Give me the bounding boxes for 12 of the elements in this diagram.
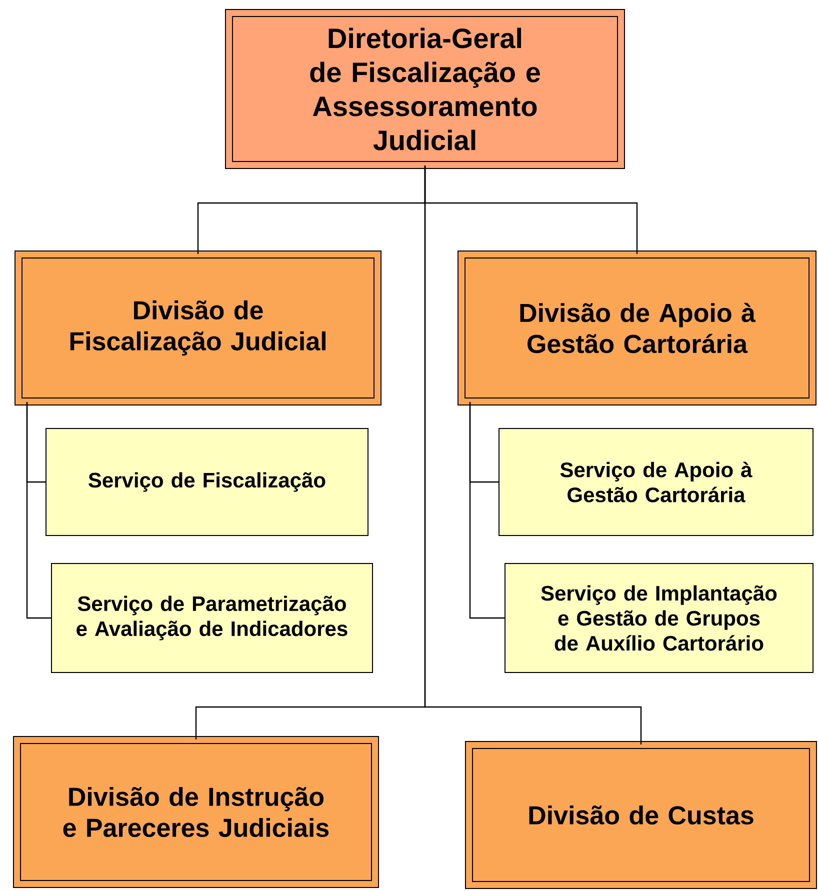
service-box: Serviço de Implantação e Gestão de Grupos de Auxílio Cartorário xyxy=(504,563,814,673)
connector-line xyxy=(26,402,51,619)
service-box: Serviço de Fiscalização xyxy=(46,428,368,536)
division-box: Divisão de Instrução e Pareceres Judiciais xyxy=(13,736,379,888)
director-box: Diretoria-Geral de Fiscalização e Assessoramento Judicial xyxy=(225,9,625,169)
division-box: Divisão de Custas xyxy=(465,741,817,889)
connector-line xyxy=(469,402,504,619)
service-box: Serviço de Apoio à Gestão Cartorária xyxy=(498,428,814,536)
connector-line xyxy=(424,166,642,744)
division-box: Divisão de Apoio à Gestão Cartorária xyxy=(458,250,816,406)
division-box: Divisão de Fiscalização Judicial xyxy=(14,250,382,406)
service-box: Serviço de Parametrização e Avaliação de Indicadores xyxy=(51,563,373,673)
